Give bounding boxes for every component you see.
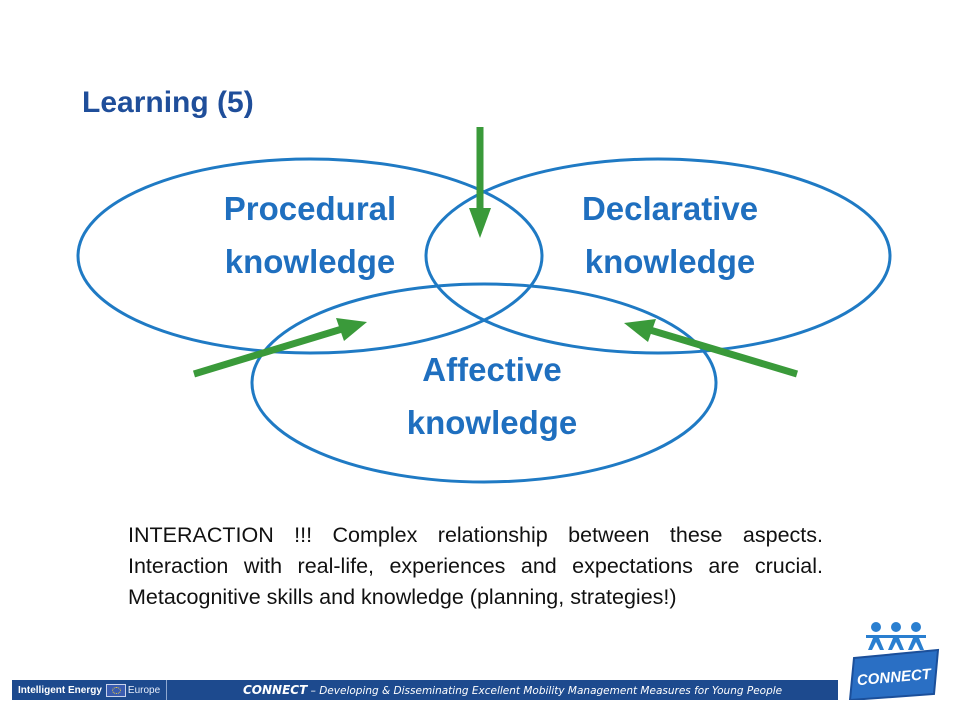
- declarative-label-line1: Declarative: [581, 190, 759, 227]
- procedural-label-line1: Procedural: [223, 190, 397, 227]
- affective-label-line2: knowledge: [406, 404, 578, 441]
- footer-tagline: CONNECT – Developing & Disseminating Exc…: [167, 683, 838, 697]
- declarative-label: Declarative knowledge: [540, 182, 800, 288]
- logo-text: CONNECT: [856, 666, 933, 690]
- arrow-top: [469, 127, 491, 238]
- europe-label: Europe: [127, 684, 161, 696]
- intelligent-energy-logo: Intelligent Energy Europe: [12, 680, 168, 700]
- connect-logo: CONNECT: [848, 622, 940, 700]
- declarative-label-line2: knowledge: [584, 243, 756, 280]
- body-text: INTERACTION !!! Complex relationship bet…: [128, 523, 823, 609]
- procedural-label: Procedural knowledge: [180, 182, 440, 288]
- arrow-left: [192, 318, 367, 378]
- arrow-right: [624, 319, 799, 378]
- declarative-circle: [424, 157, 892, 355]
- intelligent-energy-label: Intelligent Energy: [18, 684, 102, 696]
- footer-bar: Intelligent Energy Europe CONNECT – Deve…: [12, 680, 838, 700]
- affective-label: Affective knowledge: [362, 343, 622, 449]
- three-people-icon: [866, 622, 926, 650]
- affective-circle: [250, 282, 718, 484]
- eu-flag-icon: [105, 683, 126, 697]
- footer-tagline-text: – Developing & Disseminating Excellent M…: [307, 685, 783, 697]
- procedural-circle: [76, 157, 544, 355]
- procedural-label-line2: knowledge: [224, 243, 396, 280]
- page-title: Learning (5): [82, 86, 254, 119]
- footer-brand: CONNECT: [243, 683, 308, 697]
- logo-badge: [848, 648, 940, 700]
- affective-label-line1: Affective: [422, 351, 562, 388]
